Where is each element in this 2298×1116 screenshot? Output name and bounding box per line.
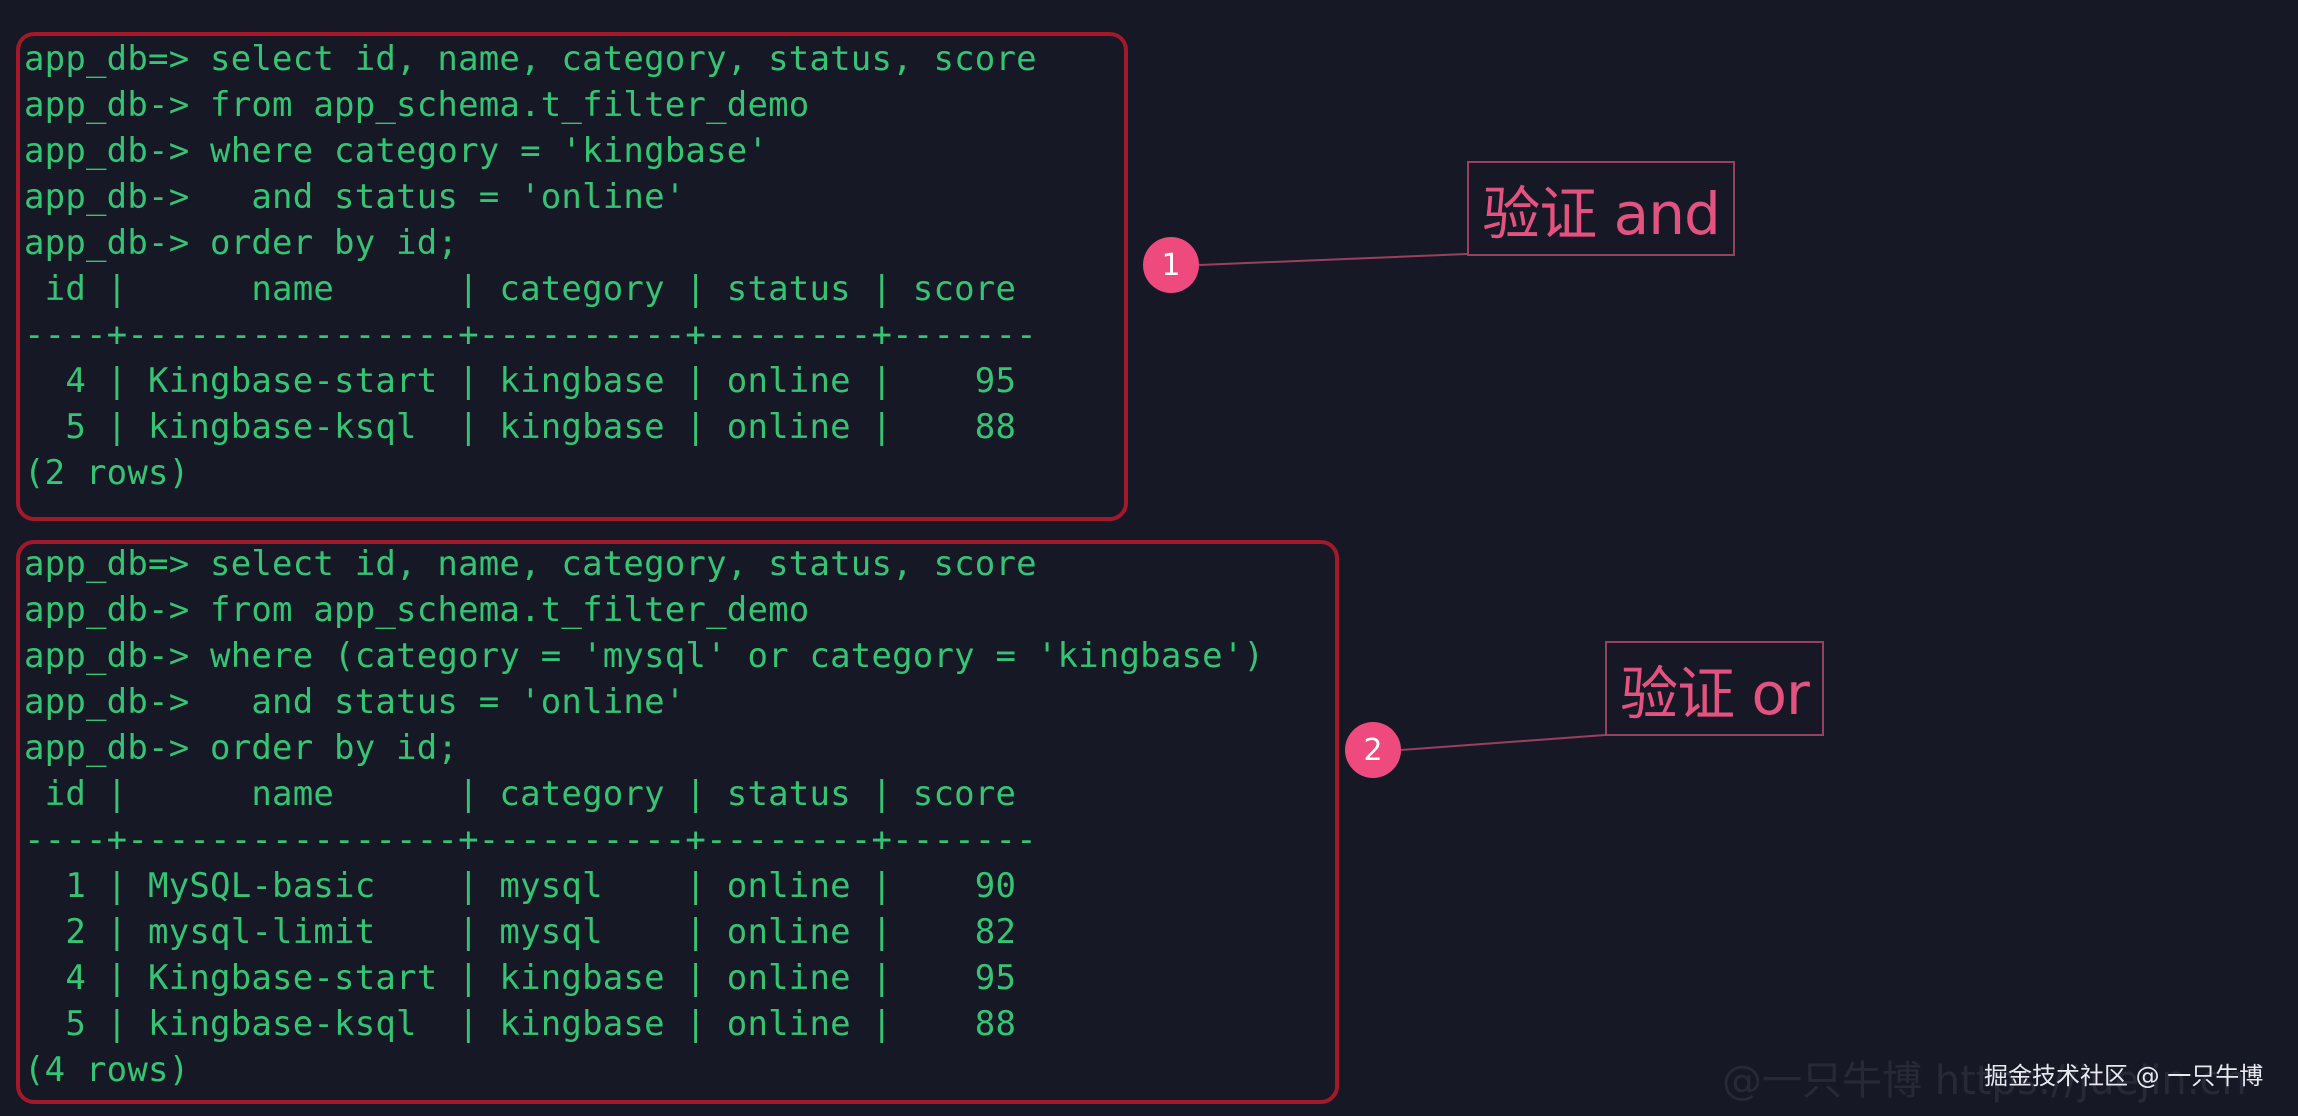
query1-line-4: app_db-> and status = 'online' xyxy=(24,177,686,217)
callout-verify-or: 验证 or xyxy=(1605,641,1824,736)
table-row: 5 | kingbase-ksql | kingbase | online | … xyxy=(24,407,1017,447)
query2-line-1: app_db=> select id, name, category, stat… xyxy=(24,544,1037,584)
query2-row-count: (4 rows) xyxy=(24,1050,190,1090)
query1-header: id | name | category | status | score xyxy=(24,269,1017,309)
callout-verify-and: 验证 and xyxy=(1467,161,1735,256)
query2-line-4: app_db-> and status = 'online' xyxy=(24,682,686,722)
annotation-badge-1: 1 xyxy=(1143,237,1199,293)
query1-line-1: app_db=> select id, name, category, stat… xyxy=(24,39,1037,79)
query1-line-2: app_db-> from app_schema.t_filter_demo xyxy=(24,85,810,125)
query2-line-5: app_db-> order by id; xyxy=(24,728,459,768)
query2-header: id | name | category | status | score xyxy=(24,774,1017,814)
table-row: 4 | Kingbase-start | kingbase | online |… xyxy=(24,361,1017,401)
table-row: 5 | kingbase-ksql | kingbase | online | … xyxy=(24,1004,1017,1044)
annotation-badge-2: 2 xyxy=(1345,722,1401,778)
table-row: 2 | mysql-limit | mysql | online | 82 xyxy=(24,912,1017,952)
query2-line-2: app_db-> from app_schema.t_filter_demo xyxy=(24,590,810,630)
highlight-box-query2 xyxy=(16,540,1339,1104)
table-row: 1 | MySQL-basic | mysql | online | 90 xyxy=(24,866,1017,906)
query1-line-5: app_db-> order by id; xyxy=(24,223,459,263)
table-row: 4 | Kingbase-start | kingbase | online |… xyxy=(24,958,1017,998)
leader-line-2 xyxy=(1400,734,1606,751)
leader-line-1 xyxy=(1198,253,1468,266)
highlight-box-query1 xyxy=(16,32,1128,521)
query1-divider: ----+----------------+----------+-------… xyxy=(24,315,1037,355)
query1-row-count: (2 rows) xyxy=(24,453,190,493)
query2-divider: ----+----------------+----------+-------… xyxy=(24,820,1037,860)
watermark-shadow-text: @一只牛博 https://juejin.cn xyxy=(1722,1058,2247,1104)
query2-line-3: app_db-> where (category = 'mysql' or ca… xyxy=(24,636,1265,676)
query1-line-3: app_db-> where category = 'kingbase' xyxy=(24,131,769,171)
watermark-text: 掘金技术社区 @ 一只牛博 xyxy=(1984,1062,2264,1090)
